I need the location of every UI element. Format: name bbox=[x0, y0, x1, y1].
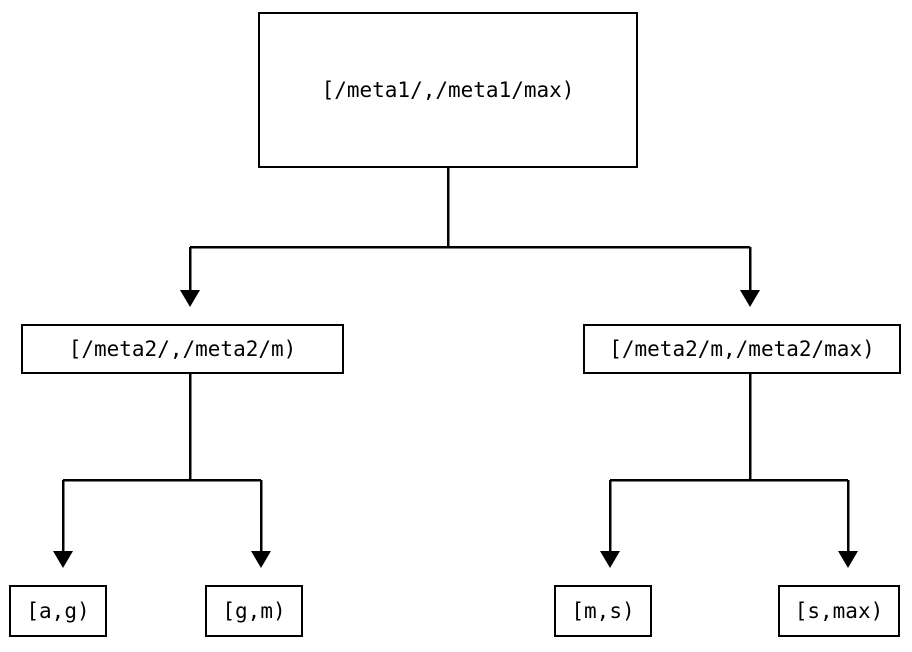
node-mid-left-label: [/meta2/,/meta2/m) bbox=[68, 336, 297, 361]
node-leaf-m-s-label: [m,s) bbox=[571, 598, 635, 623]
node-leaf-a-g-label: [a,g) bbox=[26, 598, 90, 623]
node-leaf-s-max[interactable]: [s,max) bbox=[778, 585, 900, 637]
arrowhead-mid-right-to-leaf-s-max bbox=[838, 551, 858, 568]
arrowhead-mid-left-to-leaf-a-g bbox=[53, 551, 73, 568]
arrowhead-mid-left-to-leaf-g-m bbox=[251, 551, 271, 568]
node-mid-left[interactable]: [/meta2/,/meta2/m) bbox=[21, 324, 344, 374]
node-root[interactable]: [/meta1/,/meta1/max) bbox=[258, 12, 638, 168]
node-leaf-s-max-label: [s,max) bbox=[794, 598, 884, 623]
node-root-label: [/meta1/,/meta1/max) bbox=[321, 77, 575, 102]
arrowhead-root-to-mid-left bbox=[180, 290, 200, 307]
arrowhead-mid-right-to-leaf-m-s bbox=[600, 551, 620, 568]
node-leaf-m-s[interactable]: [m,s) bbox=[554, 585, 652, 637]
node-mid-right[interactable]: [/meta2/m,/meta2/max) bbox=[583, 324, 901, 374]
node-leaf-a-g[interactable]: [a,g) bbox=[9, 585, 107, 637]
arrowhead-root-to-mid-right bbox=[740, 290, 760, 307]
node-mid-right-label: [/meta2/m,/meta2/max) bbox=[609, 336, 875, 361]
node-leaf-g-m[interactable]: [g,m) bbox=[205, 585, 303, 637]
node-leaf-g-m-label: [g,m) bbox=[222, 598, 286, 623]
